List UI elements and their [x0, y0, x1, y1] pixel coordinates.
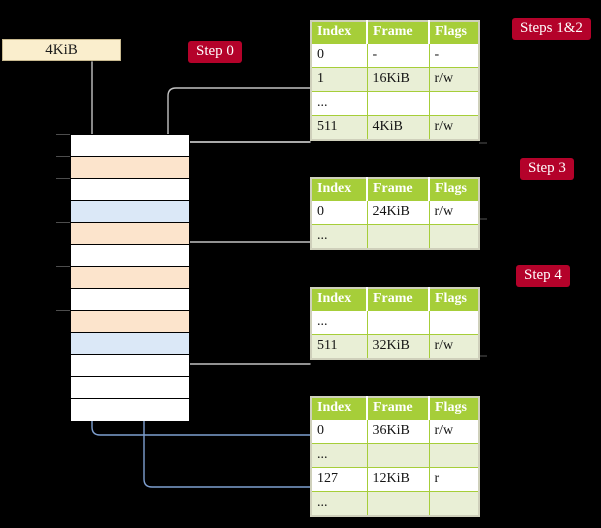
cell-frame: 36KiB — [366, 419, 430, 444]
cell-index: ... — [310, 443, 368, 468]
cell-frame: - — [366, 43, 430, 68]
table-row: ... — [310, 91, 480, 116]
cell-frame — [366, 491, 430, 516]
cell-flags: r — [428, 467, 480, 492]
cell-frame: 24KiB — [366, 200, 430, 225]
step-badge-step3: Step 3 — [520, 158, 574, 180]
cell-flags — [428, 224, 480, 249]
table-row: ... — [310, 491, 480, 516]
cell-flags: r/w — [428, 115, 480, 140]
table-row: 0-- — [310, 43, 480, 68]
cell-flags — [428, 491, 480, 516]
memory-frame-row — [71, 311, 189, 333]
memory-frame-row — [71, 377, 189, 399]
column-header-index: Index — [310, 20, 368, 44]
memory-frame-row — [71, 267, 189, 289]
cell-frame: 32KiB — [366, 334, 430, 359]
memory-tick — [56, 156, 70, 157]
memory-tick — [56, 134, 70, 135]
cell-flags — [428, 91, 480, 116]
cell-frame — [366, 443, 430, 468]
step-badge-steps12: Steps 1&2 — [512, 18, 591, 40]
column-header-frame: Frame — [366, 20, 430, 44]
cell-flags: - — [428, 43, 480, 68]
column-header-frame: Frame — [366, 177, 430, 201]
column-header-index: Index — [310, 287, 368, 311]
cell-flags — [428, 443, 480, 468]
column-header-flags: Flags — [428, 287, 480, 311]
cell-frame: 4KiB — [366, 115, 430, 140]
cell-frame: 12KiB — [366, 467, 430, 492]
cell-index: 0 — [310, 43, 368, 68]
physical-memory-column — [70, 134, 190, 421]
step-badge-step4: Step 4 — [516, 265, 570, 287]
cell-flags: r/w — [428, 334, 480, 359]
memory-frame-row — [71, 355, 189, 377]
cell-index: ... — [310, 310, 368, 335]
cell-frame — [366, 91, 430, 116]
memory-frame-row — [71, 223, 189, 245]
memory-frame-row — [71, 179, 189, 201]
table-row: ... — [310, 310, 480, 335]
cell-index: 0 — [310, 200, 368, 225]
cell-flags: r/w — [428, 67, 480, 92]
cell-index: ... — [310, 224, 368, 249]
memory-frame-row — [71, 135, 189, 157]
memory-tick — [56, 178, 70, 179]
column-header-frame: Frame — [366, 287, 430, 311]
memory-tick — [56, 310, 70, 311]
cell-index: ... — [310, 491, 368, 516]
memory-tick — [56, 266, 70, 267]
cell-index: 127 — [310, 467, 368, 492]
cell-frame — [366, 224, 430, 249]
cell-flags — [428, 310, 480, 335]
column-header-frame: Frame — [366, 396, 430, 420]
memory-frame-row — [71, 245, 189, 267]
cell-flags: r/w — [428, 200, 480, 225]
cell-index: 0 — [310, 419, 368, 444]
column-header-index: Index — [310, 177, 368, 201]
memory-frame-row — [71, 333, 189, 355]
cell-flags: r/w — [428, 419, 480, 444]
step-badge-step0: Step 0 — [188, 41, 242, 63]
memory-frame-row — [71, 201, 189, 223]
memory-tick — [56, 222, 70, 223]
column-header-flags: Flags — [428, 396, 480, 420]
memory-frame-row — [71, 399, 189, 421]
memory-frame-row — [71, 289, 189, 311]
table-row: ... — [310, 443, 480, 468]
cell-index: 1 — [310, 67, 368, 92]
memory-frame-row — [71, 157, 189, 179]
cell-index: 511 — [310, 115, 368, 140]
column-header-index: Index — [310, 396, 368, 420]
cell-frame: 16KiB — [366, 67, 430, 92]
table-row: ... — [310, 224, 480, 249]
column-header-flags: Flags — [428, 20, 480, 44]
source-frame-box: 4KiB — [2, 39, 121, 61]
cell-frame — [366, 310, 430, 335]
column-header-flags: Flags — [428, 177, 480, 201]
cell-index: ... — [310, 91, 368, 116]
cell-index: 511 — [310, 334, 368, 359]
